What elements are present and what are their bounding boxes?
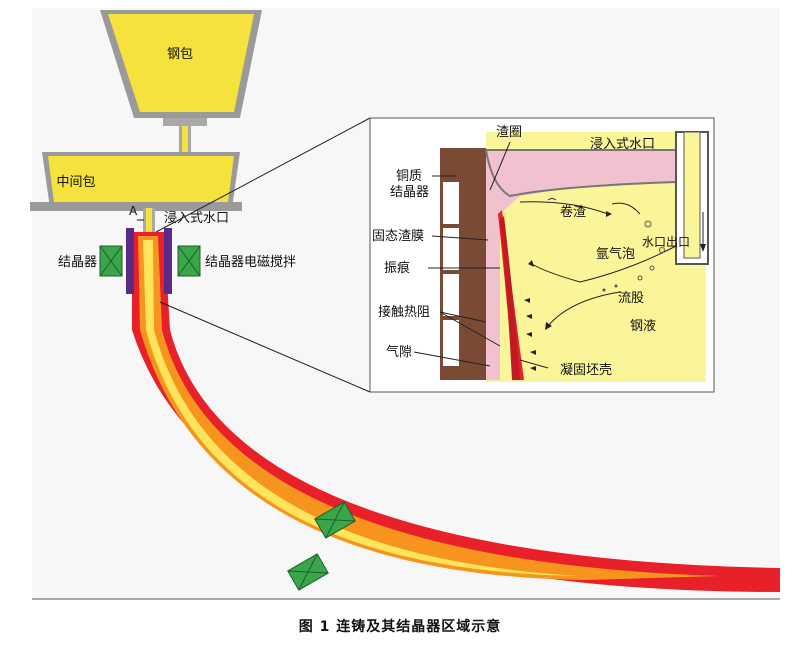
- leader-slag-rim: [489, 141, 511, 191]
- detail-inset: [369, 117, 715, 393]
- tundish: [30, 152, 242, 211]
- argon-bubble-label: 氩气泡: [596, 246, 635, 262]
- roller-lower: [287, 553, 329, 591]
- contact-resistance-label: 接触热阻: [378, 304, 430, 320]
- figure-caption: 图 1 连铸及其结晶器区域示意: [298, 619, 502, 635]
- osc-mark-label: 振痕: [384, 260, 410, 276]
- stirrer-right: [177, 245, 201, 277]
- leader-contact-1: [439, 311, 487, 323]
- sen-label: 浸入式水口: [164, 211, 229, 226]
- mold-label: 结晶器: [58, 255, 97, 270]
- leader-shell: [519, 359, 549, 369]
- molten-steel-label: 钢液: [630, 319, 656, 334]
- zoom-line-top: [155, 117, 371, 233]
- slag-film-label: 固态渣膜: [372, 229, 424, 244]
- copper-mold-label-2: 结晶器: [390, 185, 429, 200]
- slag-rim-label: 渣圈: [496, 125, 522, 140]
- mold-wall-right: [164, 228, 172, 294]
- tundish-label: 中间包: [56, 175, 95, 190]
- ladle: [100, 10, 262, 164]
- leader-air-gap: [413, 351, 491, 367]
- section-a-top: A: [129, 204, 138, 218]
- ladle-label: 钢包: [167, 47, 193, 62]
- copper-mold-label-1: 铜质: [396, 169, 422, 184]
- leader-contact-2: [439, 311, 501, 347]
- zoom-line-bottom: [159, 301, 371, 393]
- roller-upper: [314, 501, 356, 539]
- slag-entrapment-label: 卷渣: [560, 204, 586, 220]
- strand: [132, 232, 780, 592]
- nozzle-outlet-label: 水口出口: [642, 235, 690, 249]
- air-gap-label: 气隙: [386, 344, 412, 360]
- leader-slag-film: [431, 235, 489, 241]
- ems-label: 结晶器电磁搅拌: [205, 254, 296, 270]
- inset-sen-label: 浸入式水口: [590, 137, 655, 152]
- flow-stream-label: 流股: [618, 291, 644, 306]
- mold-wall-left: [126, 228, 134, 294]
- shell-label: 凝固坯壳: [560, 362, 612, 378]
- stirrer-left: [99, 245, 123, 277]
